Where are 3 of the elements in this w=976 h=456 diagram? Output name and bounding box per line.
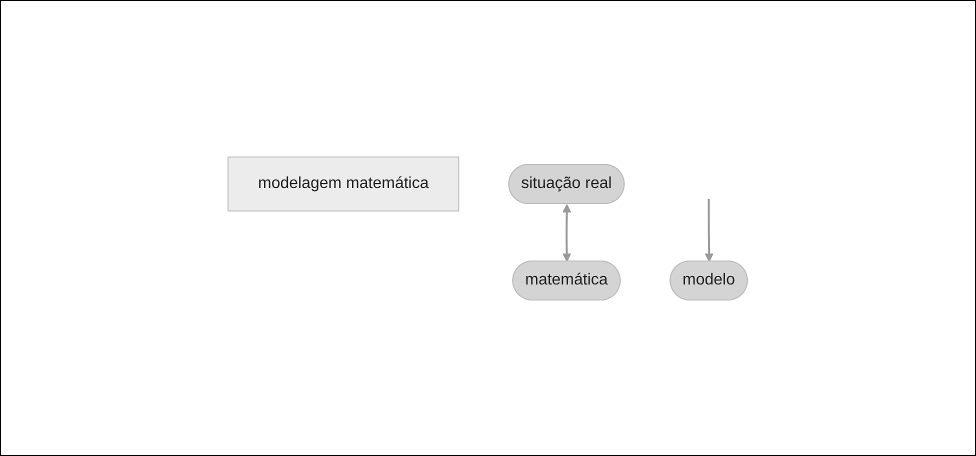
arrow [705, 198, 714, 262]
arrow [562, 204, 572, 262]
node-box: modelagem matemática [228, 156, 460, 211]
